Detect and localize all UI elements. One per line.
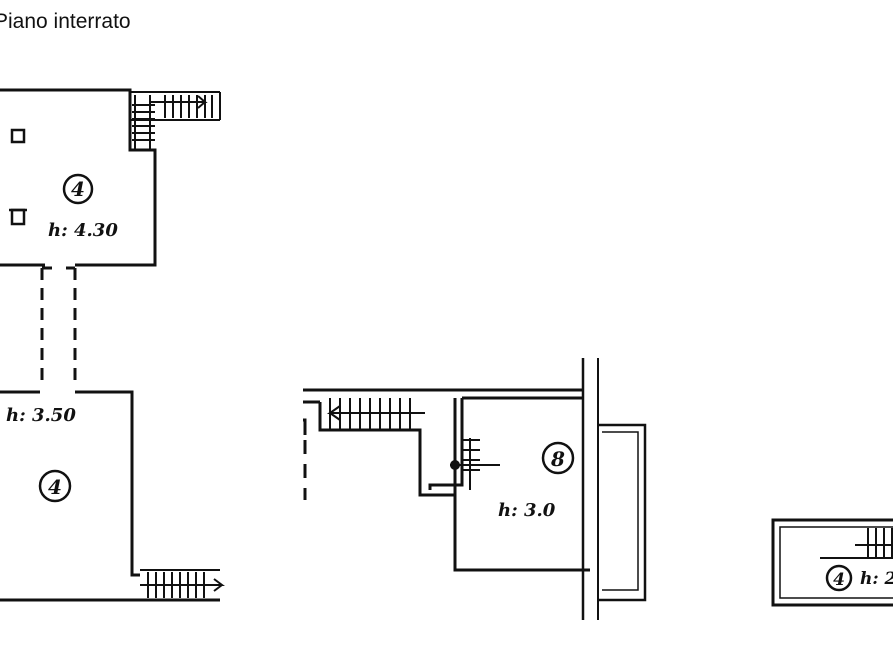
exterior-box [598, 423, 647, 602]
corridor-dashed [40, 268, 77, 388]
room-height: h: 2 [860, 569, 893, 589]
room-number-circle [62, 173, 94, 205]
room-lower-left [0, 390, 220, 602]
room-number-circle [38, 469, 72, 503]
drain-icon [450, 460, 460, 470]
room-number: 4 [48, 475, 62, 499]
room-number: 8 [550, 447, 565, 471]
stair-lower-left [140, 572, 225, 598]
stair-middle [326, 398, 500, 490]
room-number-circle [541, 441, 575, 475]
column-symbols [9, 128, 27, 226]
room-number-circle [825, 564, 853, 592]
stair-right [820, 528, 893, 559]
room-right [771, 518, 893, 607]
room-number: 4 [71, 177, 85, 201]
room-upper-left [0, 88, 221, 267]
room-middle [303, 358, 599, 620]
room-number: 4 [833, 570, 845, 590]
room-height: h: 3.0 [498, 500, 556, 521]
stair-upper-left [132, 95, 213, 150]
room-height: h: 3.50 [6, 405, 76, 426]
room-height: h: 4.30 [48, 220, 118, 241]
page-title: Piano interrato [0, 10, 131, 33]
